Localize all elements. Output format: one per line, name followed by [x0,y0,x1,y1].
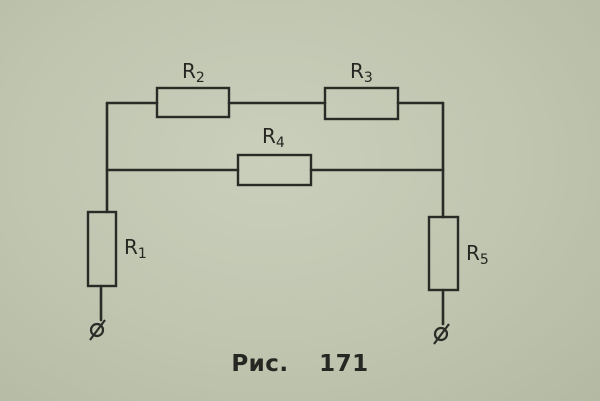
resistor-r3 [323,86,400,121]
label-r4: R4 [262,124,285,151]
resistor-r4 [236,153,313,187]
resistor-r2 [155,86,231,119]
terminal-left-icon [89,319,106,341]
terminal-right-icon [433,323,450,345]
label-r1: R1 [124,235,147,262]
label-r3: R3 [350,59,373,86]
label-r2: R2 [182,59,205,86]
resistor-r5 [427,215,460,292]
resistor-r1 [86,210,118,288]
figure-caption: Рис. 171 [231,351,369,377]
label-r5: R5 [466,241,489,268]
